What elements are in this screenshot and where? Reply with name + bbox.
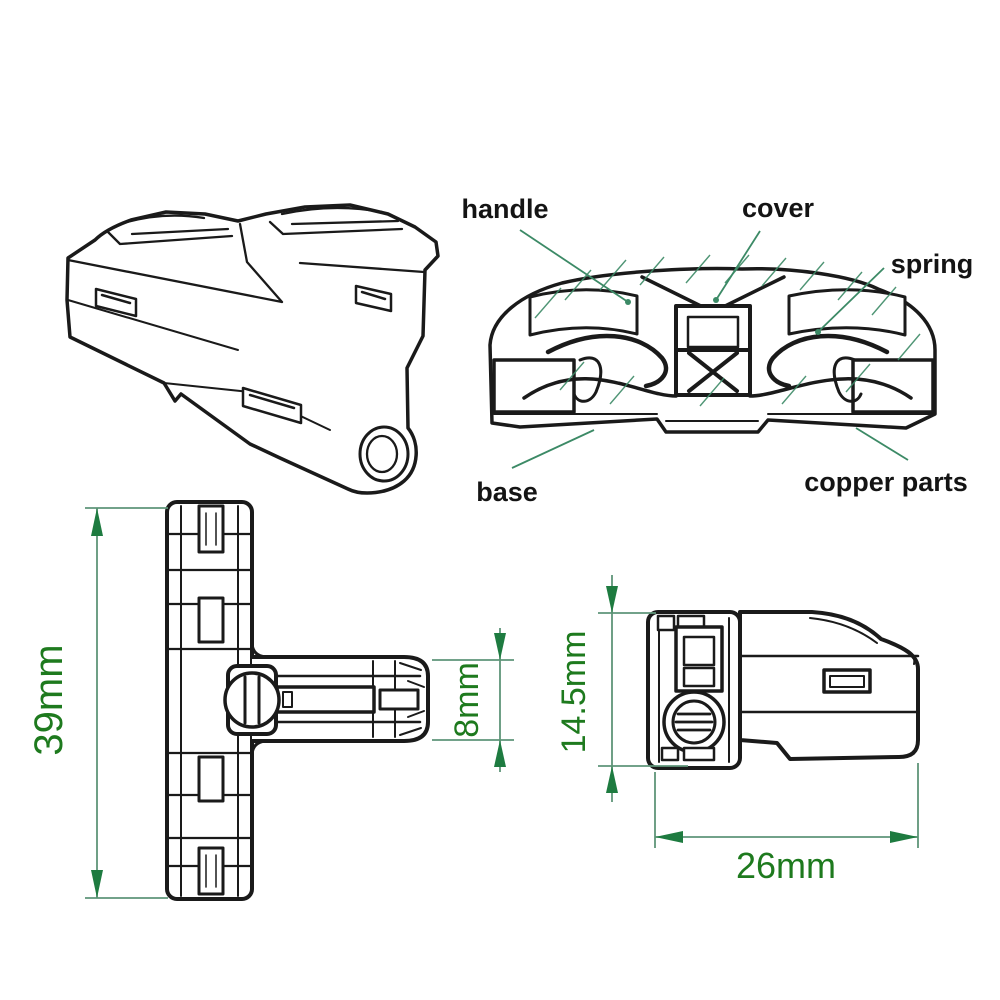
side-lever-lower: [682, 666, 716, 688]
dim-39mm-label: 39mm: [27, 644, 71, 755]
iso-ridge-line: [66, 222, 426, 304]
spring-leader-dot: [815, 329, 821, 335]
iso-left-lever-lines: [106, 214, 234, 246]
dim-39mm-arrow-bottom: [91, 870, 103, 898]
handle-label: handle: [461, 194, 548, 224]
front-upper-mid-slot: [197, 596, 225, 644]
base-label: base: [476, 477, 538, 507]
dim-8mm-arrow-top: [494, 633, 506, 660]
dim-26mm-lines: [654, 763, 919, 848]
front-bottom-slot-lines: [205, 854, 217, 888]
dim-26mm-arrow-left: [655, 831, 683, 843]
dim-8mm-label: 8mm: [448, 662, 486, 738]
cover-leader-dot: [713, 297, 719, 303]
side-body-top-inner: [809, 617, 916, 665]
dim-8mm-arrow-bottom: [494, 740, 506, 767]
front-arm-fillets: [250, 640, 270, 758]
dim-26mm-label: 26mm: [736, 845, 836, 886]
dimension-39mm: 39mm: [27, 507, 168, 899]
dim-39mm-arrow-top: [91, 508, 103, 536]
front-screw-circle: [223, 671, 281, 729]
front-top-slot-lines: [205, 512, 217, 546]
front-arm-end-insert: [378, 688, 420, 711]
side-head-bottom-tab-left: [660, 746, 680, 762]
section-spring-left: [545, 333, 669, 389]
dimension-8mm: 8mm: [432, 628, 514, 772]
side-body-slot-inner: [829, 675, 865, 688]
side-head-verticals: [658, 617, 730, 763]
section-cover-window: [686, 315, 740, 349]
front-top-slot: [197, 504, 225, 554]
spring-leader-line: [817, 267, 885, 333]
section-finger-right: [832, 356, 863, 403]
side-body-horizontals: [738, 654, 920, 714]
front-lower-mid-slot: [197, 755, 225, 803]
dim-39mm-lines: [85, 507, 168, 899]
front-arm-contact-tab: [282, 691, 293, 708]
front-bottom-slot: [197, 846, 225, 896]
front-arm-horizontals: [260, 674, 422, 724]
section-spring-right: [766, 333, 890, 389]
front-arm-contact-bar: [275, 685, 376, 714]
side-head-bottom-tab-right: [682, 746, 716, 762]
iso-wire-slot-left: [94, 287, 138, 318]
section-base-shelf: [493, 413, 934, 422]
side-port-lines: [674, 712, 714, 732]
section-port-right: [851, 358, 935, 414]
section-hatching: [534, 254, 921, 407]
handle-leader-dot: [625, 299, 631, 305]
cover-leader-line: [715, 230, 761, 301]
side-view: 14.5mm 26mm: [555, 575, 920, 886]
copper-parts-leader-line: [855, 427, 909, 461]
section-cover-cross: [674, 348, 752, 393]
cover-label: cover: [742, 193, 815, 223]
side-head-top-tab-left: [656, 614, 676, 632]
dim-26mm-arrow-right: [890, 831, 918, 843]
dim-14-5mm-arrow-top: [606, 586, 618, 613]
section-handle-right: [787, 288, 907, 337]
dim-14-5mm-label: 14.5mm: [555, 631, 593, 754]
dim-14-5mm-arrow-bottom: [606, 766, 618, 793]
copper-parts-label: copper parts: [804, 467, 968, 497]
section-port-left: [492, 358, 576, 414]
section-finger-left: [572, 356, 603, 403]
iso-wire-slot-lower: [241, 386, 303, 425]
front-view: 39mm 8mm: [27, 500, 514, 901]
isometric-view: [65, 203, 440, 495]
handle-leader-line: [519, 229, 629, 303]
front-screw-slot: [243, 675, 261, 725]
dimension-26mm: 26mm: [654, 763, 919, 886]
cross-section-view: handle cover spring base copper parts: [461, 193, 973, 507]
section-copper-left: [522, 377, 678, 400]
spring-label: spring: [891, 249, 974, 279]
iso-right-lever-lines: [268, 206, 404, 236]
iso-wire-slot-branch: [354, 284, 393, 313]
front-arm-end-ticks: [399, 662, 425, 736]
iso-wire-port-inner: [365, 434, 399, 474]
section-copper-right: [748, 377, 913, 400]
section-handle-left: [528, 288, 639, 337]
base-leader-line: [511, 429, 595, 469]
dimension-14-5mm: 14.5mm: [555, 575, 688, 802]
side-lever-window: [682, 635, 716, 667]
